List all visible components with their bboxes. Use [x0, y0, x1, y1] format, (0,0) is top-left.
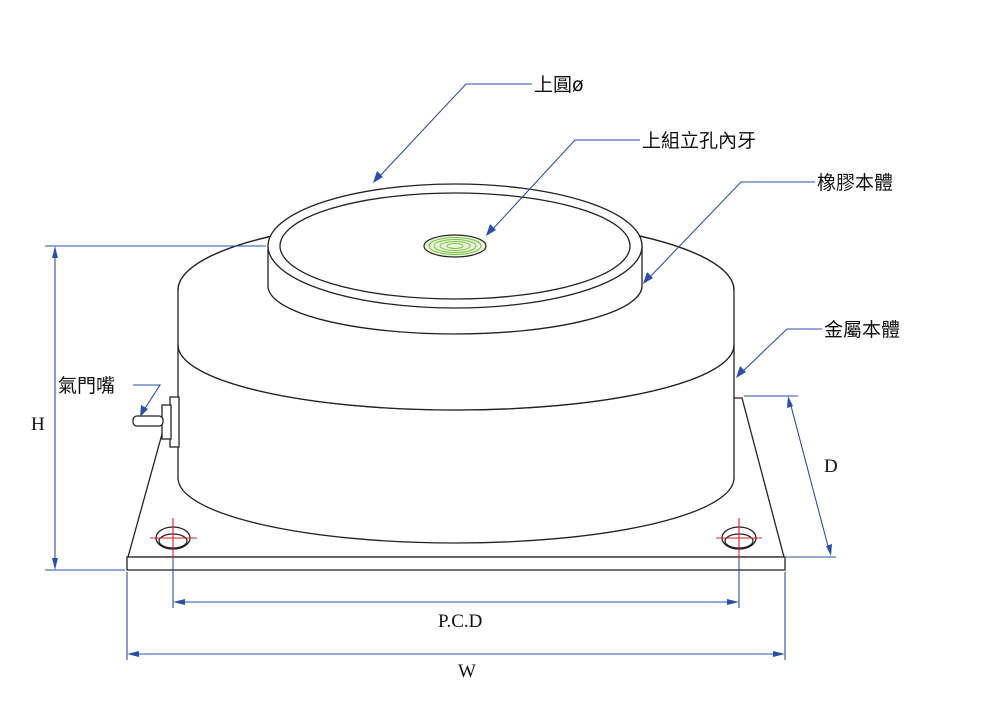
leader-metal-body [736, 328, 822, 378]
dim-label-width: W [458, 661, 476, 682]
label-air-valve: 氣門嘴 [58, 375, 115, 397]
leader-top-circle [373, 83, 532, 183]
leader-air-valve [133, 384, 162, 417]
dim-label-pcd: P.C.D [438, 611, 482, 632]
label-rubber-body: 橡膠本體 [817, 172, 893, 194]
dim-label-height: H [31, 414, 45, 435]
mounting-hole-right [716, 518, 762, 558]
top-circle-boss [267, 183, 643, 335]
leader-rubber-body [643, 181, 815, 284]
label-top-thread: 上組立孔內牙 [642, 130, 756, 152]
thread-hole [423, 234, 487, 258]
dimension-depth [744, 395, 836, 558]
label-metal-body: 金屬本體 [824, 319, 900, 341]
dimension-width [126, 572, 786, 660]
air-valve [132, 396, 180, 448]
label-top-circle: 上圓ø [534, 74, 584, 96]
dimension-height [45, 245, 266, 571]
dim-label-depth: D [824, 456, 838, 477]
dimension-pcd [172, 558, 740, 608]
leader-thread [486, 139, 640, 236]
mounting-hole-left [150, 518, 197, 558]
